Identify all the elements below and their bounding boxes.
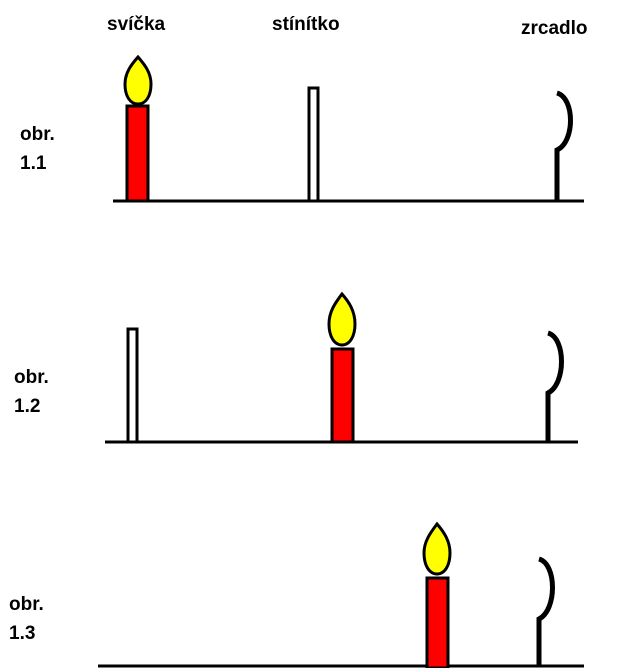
flame-icon bbox=[123, 54, 153, 106]
figure-1-3 bbox=[98, 521, 584, 668]
mirror-icon bbox=[536, 556, 555, 666]
candle-body bbox=[425, 576, 450, 668]
figure-label-1-2-line2: 1.2 bbox=[14, 396, 41, 417]
mirror-icon bbox=[554, 90, 573, 201]
figure-label-1-1: obr. 1.1 bbox=[20, 120, 55, 178]
figure-1-1 bbox=[113, 54, 584, 203]
candle-body bbox=[125, 104, 150, 203]
figure-label-1-3-line2: 1.3 bbox=[9, 623, 36, 644]
figure-label-1-1-line2: 1.1 bbox=[20, 153, 47, 174]
figure-label-1-3: obr. 1.3 bbox=[9, 590, 44, 648]
figure-label-1-1-line1: obr. bbox=[20, 124, 55, 145]
figure-label-1-3-line1: obr. bbox=[9, 594, 44, 615]
candle-body bbox=[330, 347, 355, 444]
figure-1-2 bbox=[105, 291, 578, 444]
mirror-icon bbox=[545, 330, 564, 442]
screen-panel bbox=[307, 86, 320, 203]
figure-label-1-2: obr. 1.2 bbox=[14, 363, 49, 421]
header-candle: svíčka bbox=[107, 14, 166, 35]
header-screen: stínítko bbox=[272, 14, 340, 35]
figure-label-1-2-line1: obr. bbox=[14, 367, 49, 388]
flame-icon bbox=[327, 291, 357, 347]
flame-icon bbox=[422, 521, 452, 576]
header-mirror: zrcadlo bbox=[521, 18, 588, 39]
screen-panel bbox=[126, 327, 139, 444]
